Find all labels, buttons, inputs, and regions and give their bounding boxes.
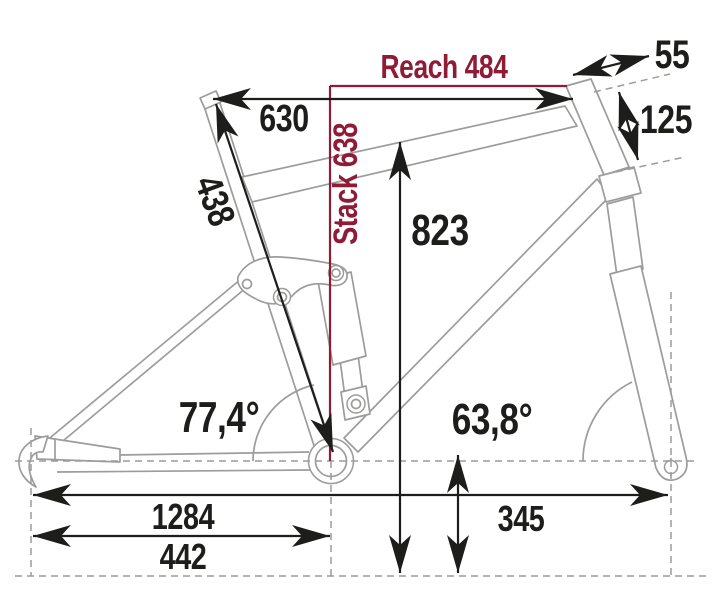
head-tube-label: 125	[640, 97, 692, 142]
fork-lower-leg	[609, 265, 688, 482]
wheelbase-label: 1284	[152, 496, 215, 537]
fork-stanchion	[606, 196, 644, 277]
seat-tube-dimension-line	[214, 103, 335, 453]
stack-label: Stack 638	[326, 123, 365, 245]
head-angle-arc	[582, 381, 633, 462]
reach-label: Reach 484	[381, 49, 509, 85]
head-tube-dimension-line	[617, 91, 640, 161]
dimension-arrows	[33, 54, 668, 573]
stem-offset-label: 55	[655, 32, 690, 77]
top-tube-label: 630	[259, 98, 309, 140]
chainstay-label: 442	[160, 536, 207, 577]
stem-offset-dimension-line	[572, 54, 650, 77]
head-tube-top-dashed	[593, 73, 671, 93]
rear-dropout	[18, 435, 121, 488]
standover-label: 823	[411, 206, 469, 255]
head-tube	[565, 78, 630, 176]
seat-angle-label: 77,4°	[179, 393, 260, 442]
rear-shock	[317, 271, 371, 421]
dimension-labels: Reach 484 Stack 638 630 438 823 55 125 1…	[152, 32, 693, 577]
construction-lines	[15, 73, 710, 577]
bb-height-label: 345	[498, 498, 545, 539]
head-angle-label: 63,8°	[452, 395, 533, 444]
seat-stay	[44, 278, 248, 452]
